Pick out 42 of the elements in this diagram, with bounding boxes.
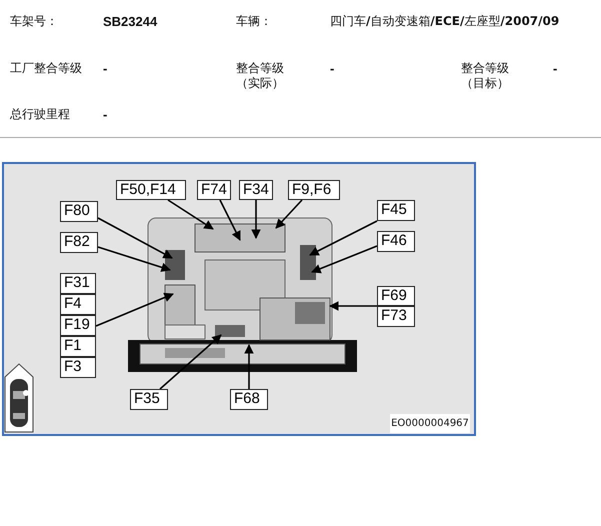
- figure-code: EO0000004967: [390, 414, 470, 433]
- field-label: 车辆：: [236, 14, 273, 29]
- callout-label: F46: [377, 231, 415, 252]
- leader-arrow: [219, 200, 241, 241]
- field-label: 整合等级（实际）: [236, 61, 285, 91]
- callout-label: F4: [60, 294, 96, 315]
- callout-label: F19: [60, 315, 96, 336]
- field-value: 四门车/自动变速箱/ECE/左座型/2007/09: [330, 14, 560, 29]
- callout-label: F68: [230, 389, 268, 410]
- leader-arrow: [98, 217, 173, 259]
- leader-arrow: [98, 246, 171, 272]
- leader-arrow: [329, 301, 377, 311]
- field-value: -: [103, 61, 108, 76]
- field-value: -: [103, 107, 108, 122]
- callout-label: F3: [60, 357, 96, 378]
- leader-arrow: [251, 200, 261, 239]
- leader-arrow: [244, 344, 254, 389]
- field-value: -: [553, 61, 558, 76]
- callout-label: F80: [60, 201, 98, 222]
- field-label: 车架号：: [10, 14, 59, 29]
- leader-arrow: [275, 199, 303, 229]
- callout-label: F35: [130, 389, 168, 410]
- field-value: SB23244: [103, 14, 158, 29]
- field-label: 整合等级（目标）: [461, 61, 510, 91]
- callout-label: F82: [60, 232, 98, 253]
- field-label: 总行驶里程: [10, 107, 71, 122]
- field-value: -: [330, 61, 336, 76]
- callout-label: F50,F14: [116, 180, 186, 200]
- callout-label: F69: [377, 286, 415, 306]
- callout-label: F1: [60, 336, 96, 357]
- leader-arrow: [96, 292, 174, 327]
- callout-label: F73: [377, 306, 415, 327]
- callout-label: F45: [377, 200, 415, 221]
- callout-label: F9,F6: [288, 180, 340, 200]
- callout-label: F34: [239, 180, 273, 200]
- leader-arrow: [168, 199, 214, 230]
- leader-arrow: [159, 334, 222, 390]
- callout-label: F31: [60, 273, 96, 294]
- leader-arrow: [309, 220, 378, 256]
- leader-arrow: [311, 245, 378, 274]
- callout-label: F74: [197, 180, 231, 200]
- field-label: 工厂整合等级: [10, 61, 83, 76]
